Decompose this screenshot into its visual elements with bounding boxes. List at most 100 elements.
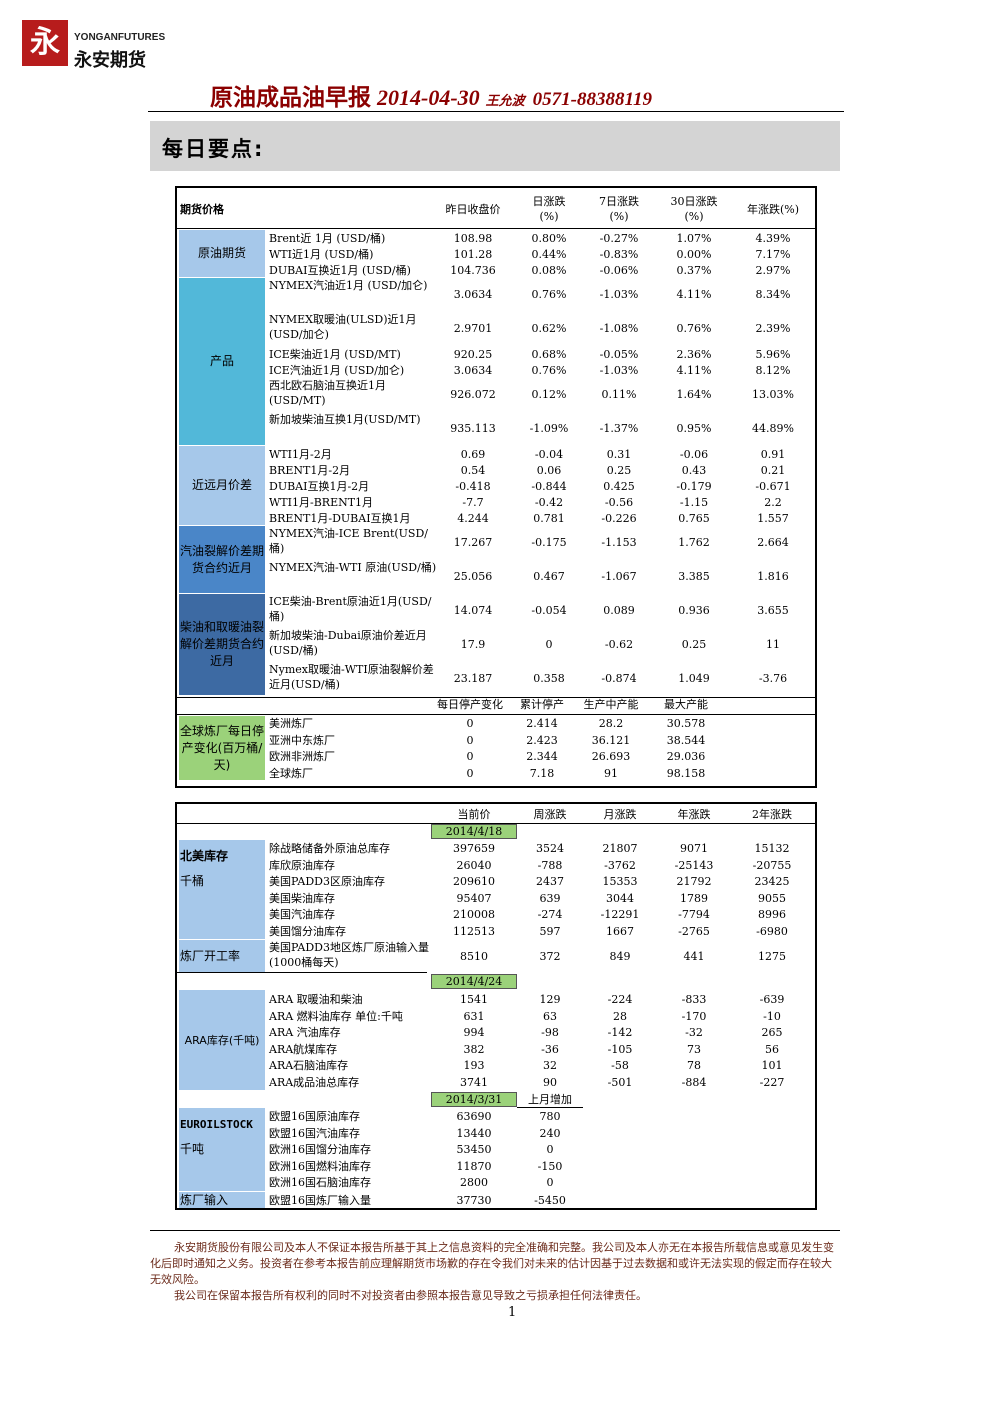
row-value: 0.781 xyxy=(533,512,565,525)
inventory-header: 年涨跌 xyxy=(677,808,711,821)
inventory-row-value: 28 xyxy=(613,1009,627,1023)
row-value: 8.34% xyxy=(755,288,791,301)
refinery-header: 每日停产变化 xyxy=(437,698,503,711)
row-value: 101.28 xyxy=(453,248,493,261)
inventory-row-value: 639 xyxy=(539,891,561,905)
inventory-row-value: 56 xyxy=(765,1042,779,1056)
row-value: 4.11% xyxy=(676,364,712,377)
group-label: 汽油裂解价差期货合约近月 xyxy=(179,526,265,593)
refinery-header: 最大产能 xyxy=(664,698,708,711)
inventory-row-value: 95407 xyxy=(456,891,492,905)
row-label: 新加坡柴油互换1月(USD/MT) xyxy=(269,413,421,426)
row-value: -0.874 xyxy=(601,672,637,685)
row-value: 17.267 xyxy=(453,536,493,549)
inventory-row-value: -58 xyxy=(611,1059,629,1073)
header-rule xyxy=(177,228,815,229)
inventory-row-value: 9071 xyxy=(680,842,708,855)
row-value: -0.054 xyxy=(531,604,567,617)
row-value: 7.17% xyxy=(755,248,791,261)
row-value: 0.95% xyxy=(676,422,712,435)
row-label: ICE柴油-Brent原油近1月(USD/桶) xyxy=(269,595,432,623)
inventory-row-value: 112513 xyxy=(453,925,495,938)
refinery-row-value: 36.121 xyxy=(591,733,631,747)
row-value: -0.05% xyxy=(599,348,639,361)
disclaimer-paragraph-1: 永安期货股份有限公司及本人不保证本报告所基于其上之信息资料的完全准确和完整。我公… xyxy=(150,1241,834,1286)
inventory-row-value: 1275 xyxy=(758,950,786,963)
row-value: 0.467 xyxy=(533,570,565,583)
inventory-row-label: 欧洲16国石脑油库存 xyxy=(269,1176,371,1190)
refinery-row-value: 0 xyxy=(466,717,474,730)
inventory-row-value: -3762 xyxy=(604,858,636,872)
refinery-row-value: 29.036 xyxy=(666,750,706,763)
row-value: -3.76 xyxy=(758,672,788,685)
row-value: 25.056 xyxy=(453,570,493,583)
group-label: 原油期货 xyxy=(179,230,265,277)
refinery-row-value: 26.693 xyxy=(591,750,631,763)
inventory-header: 周涨跌 xyxy=(533,808,567,821)
inventory-row-value: 129 xyxy=(539,993,561,1006)
inventory-row-value: -833 xyxy=(681,993,707,1006)
row-value: -1.15 xyxy=(679,496,709,509)
inventory-row-value: -12291 xyxy=(600,908,640,922)
inventory-row-value: 3524 xyxy=(536,842,564,855)
disclaimer-paragraph-2: 我公司在保留本报告所有权利的同时不对投资者由参照本报告意见导致之亏损承担任何法律… xyxy=(174,1289,647,1302)
row-value: 0.76% xyxy=(676,322,712,335)
row-value: -0.418 xyxy=(455,480,491,493)
inventory-row-value: 441 xyxy=(683,950,705,963)
group-label: 产品 xyxy=(179,278,265,445)
report-title: 原油成品油早报 xyxy=(210,85,371,111)
utilization-rule xyxy=(177,972,427,973)
inventory-row-value: 397659 xyxy=(453,842,495,855)
inventory-row-value: 32 xyxy=(543,1059,557,1073)
row-label: NYMEX汽油近1月 (USD/加仑) xyxy=(269,279,428,292)
row-value: 11 xyxy=(766,638,780,651)
row-label: ICE柴油近1月 (USD/MT) xyxy=(269,348,401,361)
row-value: 2.9701 xyxy=(453,322,493,335)
row-label: NYMEX汽油-ICE Brent(USD/桶) xyxy=(269,527,428,555)
refinery-row-label: 亚洲中东炼厂 xyxy=(269,733,335,747)
date-label: 2014/3/31 xyxy=(431,1092,517,1107)
inventory-row-value: -227 xyxy=(759,1076,785,1089)
logo-chinese: 永安期货 xyxy=(74,50,146,71)
row-value: 0.91 xyxy=(760,448,786,461)
inventory-row-value: 849 xyxy=(609,950,631,963)
row-value: -7.7 xyxy=(462,496,484,509)
inventory-row-label: 美国柴油库存 xyxy=(269,891,335,905)
eu-inventory-unit: 千吨 xyxy=(180,1142,205,1156)
inventory-row-value: -36 xyxy=(541,1042,559,1056)
header-column: 7日涨跌 (%) xyxy=(599,195,639,223)
row-value: 0.08% xyxy=(531,264,567,277)
inventory-row-value: 3044 xyxy=(606,891,634,905)
section-title: 每日要点: xyxy=(162,137,265,161)
inventory-row-value: 26040 xyxy=(456,858,492,872)
header-divider xyxy=(148,111,844,112)
header-column: 30日涨跌 (%) xyxy=(670,195,718,223)
row-value: 17.9 xyxy=(460,638,486,651)
inventory-row-value: -98 xyxy=(541,1026,559,1040)
row-value: 4.39% xyxy=(755,232,791,245)
row-value: 2.664 xyxy=(757,536,789,549)
row-value: 2.97% xyxy=(755,264,791,277)
inventory-header: 2年涨跌 xyxy=(752,808,792,821)
inventory-row-value: 13440 xyxy=(456,1126,492,1140)
row-value: 0.00% xyxy=(676,248,712,261)
refinery-rule xyxy=(177,714,815,715)
inventory-row-value: -32 xyxy=(685,1026,703,1040)
inventory-row-value: 101 xyxy=(761,1059,783,1073)
inventory-row-value: 9055 xyxy=(758,891,786,905)
row-value: 104.736 xyxy=(450,264,496,277)
row-label: WTI近1月 (USD/桶) xyxy=(269,248,374,261)
company-logo: 永 YONGANFUTURES 永安期货 xyxy=(22,20,165,72)
row-value: -1.067 xyxy=(601,570,637,583)
row-value: 0.80% xyxy=(531,232,567,245)
inventory-row-value: 240 xyxy=(539,1126,561,1140)
inventory-row-value: -170 xyxy=(681,1009,707,1023)
row-label: DUBAI互换近1月 (USD/桶) xyxy=(269,264,411,277)
row-value: -1.08% xyxy=(599,322,639,335)
inventory-row-value: 193 xyxy=(463,1059,485,1073)
inventory-row-label: 美国PADD3地区炼厂原油输入量(1000桶每天) xyxy=(269,941,429,969)
inventory-row-value: -142 xyxy=(607,1026,633,1040)
row-value: 14.074 xyxy=(453,604,493,617)
report-phone: 0571-88388119 xyxy=(532,89,652,110)
inventory-row-value: -5450 xyxy=(534,1194,566,1207)
